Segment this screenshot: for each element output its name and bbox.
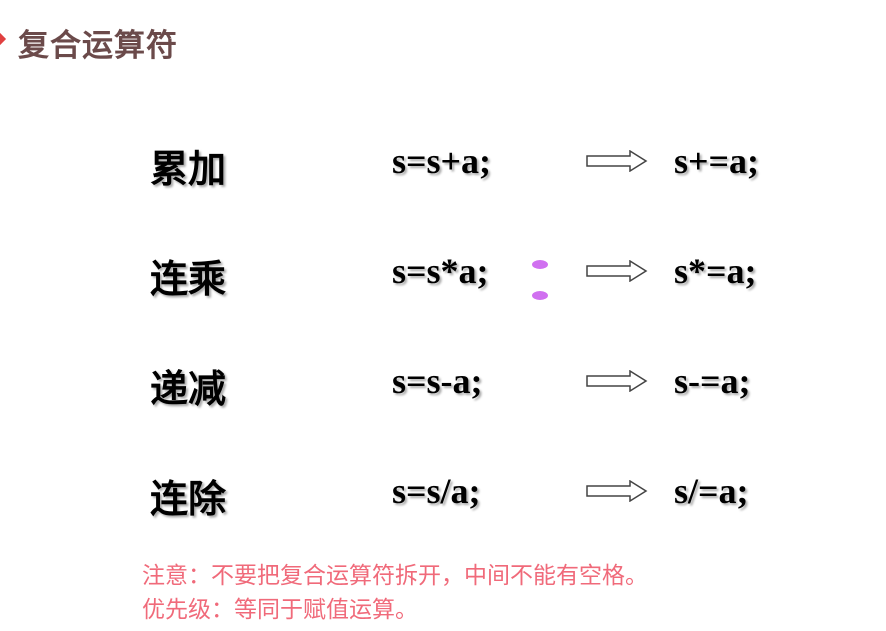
row-label: 连除 xyxy=(150,477,227,521)
compound-expression: s+=a; xyxy=(674,141,760,181)
row-label: 累加 xyxy=(150,147,227,191)
cursor-marker-icon xyxy=(532,260,548,269)
original-expression: s=s/a; xyxy=(392,471,481,511)
bullet-icon xyxy=(0,31,7,47)
operator-row: 连除 s=s/a; s/=a; xyxy=(0,468,886,521)
compound-expression: s/=a; xyxy=(674,471,749,511)
cursor-marker-icon xyxy=(532,291,548,300)
row-label: 连乘 xyxy=(150,257,227,301)
original-expression: s=s-a; xyxy=(392,361,483,401)
note-text: 注意：不要把复合运算符拆开，中间不能有空格。 xyxy=(142,563,648,589)
compound-expression: s-=a; xyxy=(674,361,751,401)
arrow-right-icon xyxy=(586,370,648,392)
arrow-right-icon xyxy=(586,150,648,172)
compound-expression: s*=a; xyxy=(674,251,757,291)
precedence-text: 优先级：等同于赋值运算。 xyxy=(142,597,418,623)
arrow-right-icon xyxy=(586,260,648,282)
operator-row: 累加 s=s+a; s+=a; xyxy=(0,138,886,191)
operator-row: 连乘 s=s*a; s*=a; xyxy=(0,248,886,301)
original-expression: s=s+a; xyxy=(392,141,492,181)
slide-title: 复合运算符 xyxy=(18,28,178,64)
original-expression: s=s*a; xyxy=(392,251,489,291)
operator-row: 递减 s=s-a; s-=a; xyxy=(0,358,886,411)
row-label: 递减 xyxy=(150,367,227,411)
arrow-right-icon xyxy=(586,480,648,502)
